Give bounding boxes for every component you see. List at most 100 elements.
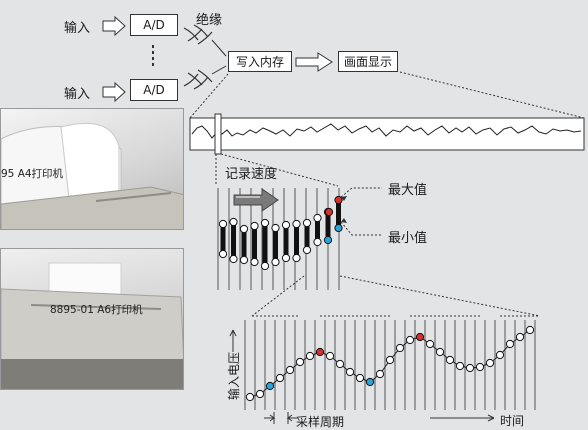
input-arrow-2 bbox=[102, 81, 126, 103]
envelope-bar bbox=[325, 212, 331, 240]
sampling-period-label: 采样周期 bbox=[296, 415, 345, 429]
sample-point bbox=[445, 355, 455, 365]
envelope-max-point bbox=[229, 217, 238, 227]
envelope-bar bbox=[220, 224, 226, 254]
sample-point bbox=[425, 339, 435, 349]
envelope-min-point bbox=[302, 245, 312, 255]
write-memory-box: 写入内存 bbox=[228, 51, 292, 72]
max-value-point bbox=[324, 207, 334, 217]
input-label-1: 输入 bbox=[64, 21, 91, 36]
min-value-label: 最小值 bbox=[388, 231, 428, 246]
min-callout-line bbox=[340, 221, 382, 236]
envelope-min-point bbox=[271, 257, 280, 267]
envelope-bar bbox=[273, 228, 278, 262]
isolation-to-memory-arrow-2 bbox=[211, 65, 227, 75]
envelope-bar bbox=[304, 223, 310, 250]
envelope-bar bbox=[241, 229, 247, 260]
envelope-min-point bbox=[292, 253, 301, 263]
min-value-point bbox=[334, 223, 343, 233]
zoom-guide-sample-left bbox=[251, 275, 305, 317]
sample-point bbox=[355, 373, 365, 383]
ad-converter-box-1: A/D bbox=[130, 14, 178, 36]
sample-point bbox=[375, 369, 385, 379]
a6-printer-drawing bbox=[1, 262, 183, 389]
envelope-bar bbox=[262, 223, 268, 266]
envelope-min-point bbox=[239, 255, 249, 265]
channel-ellipsis bbox=[152, 45, 154, 66]
record-speed-arrow bbox=[233, 188, 279, 212]
sample-point bbox=[345, 367, 355, 377]
sample-point bbox=[305, 351, 315, 361]
envelope-bar bbox=[252, 226, 257, 262]
sample-min-point bbox=[365, 377, 375, 387]
record-speed-label: 记录速度 bbox=[225, 167, 278, 182]
envelope-max-point bbox=[239, 224, 249, 234]
sample-point bbox=[385, 355, 395, 365]
sample-point bbox=[435, 347, 445, 357]
min-callout-arrow bbox=[341, 218, 347, 223]
envelope-bar bbox=[294, 224, 299, 258]
sample-point bbox=[275, 373, 285, 383]
envelope-bar bbox=[231, 222, 236, 259]
zoom-guide-display-right bbox=[399, 71, 585, 119]
sample-point bbox=[335, 359, 345, 369]
max-callout-line bbox=[340, 187, 382, 198]
zoom-guide-display-left bbox=[189, 73, 229, 119]
envelope-bars bbox=[218, 195, 343, 271]
envelope-max-point bbox=[292, 219, 301, 229]
zoom-guide-sample-right bbox=[339, 275, 541, 317]
isolation-symbol-1 bbox=[183, 24, 213, 45]
envelope-max-point bbox=[250, 221, 259, 231]
sample-point bbox=[295, 357, 305, 367]
sampling-period-marker bbox=[264, 412, 298, 424]
sample-max-point bbox=[315, 347, 325, 357]
sample-max-point bbox=[415, 332, 425, 342]
max-value-point bbox=[334, 195, 343, 205]
sample-point bbox=[515, 332, 525, 342]
zoom-guide-window-right bbox=[220, 153, 339, 187]
envelope-max-point bbox=[218, 219, 228, 229]
sample-point bbox=[485, 358, 495, 368]
sample-points bbox=[245, 325, 535, 402]
envelope-min-point bbox=[250, 257, 259, 267]
envelope-min-point bbox=[229, 254, 238, 264]
sample-point bbox=[475, 362, 485, 372]
envelope-min-point bbox=[218, 249, 228, 259]
a4-printer-drawing bbox=[1, 122, 183, 229]
envelope-max-point bbox=[260, 218, 270, 228]
max-callout-arrow bbox=[341, 196, 347, 201]
envelope-max-point bbox=[271, 223, 280, 233]
envelope-bar bbox=[283, 225, 289, 258]
isolation-symbol-2 bbox=[183, 69, 213, 90]
input-label-2: 输入 bbox=[64, 87, 91, 102]
memory-to-display-arrow bbox=[295, 52, 333, 72]
isolation-label: 绝缘 bbox=[196, 13, 223, 28]
voltage-axis-arrow bbox=[229, 329, 237, 352]
envelope-max-point bbox=[281, 220, 291, 230]
envelope-min-point bbox=[313, 237, 322, 247]
envelope-bar bbox=[336, 200, 341, 228]
a6-printer-label: 8895-01 A6打印机 bbox=[50, 304, 143, 316]
sample-point bbox=[455, 361, 465, 371]
sample-point bbox=[395, 343, 405, 353]
min-value-point bbox=[323, 235, 333, 245]
sample-point bbox=[525, 325, 535, 335]
a4-printer-photo: 95 A4打印机 bbox=[0, 108, 184, 230]
envelope-bar bbox=[315, 218, 320, 242]
sample-point bbox=[255, 389, 265, 399]
waveform-panel bbox=[189, 117, 585, 151]
isolation-to-memory-arrow-1 bbox=[211, 39, 227, 57]
sample-point bbox=[405, 335, 415, 345]
envelope-min-point bbox=[260, 261, 270, 271]
envelope-max-point bbox=[313, 213, 322, 223]
sample-point bbox=[505, 339, 515, 349]
a4-printer-label: 95 A4打印机 bbox=[1, 168, 64, 180]
envelope-max-point bbox=[302, 218, 312, 228]
sample-point bbox=[465, 363, 475, 373]
envelope-min-point bbox=[281, 253, 291, 263]
max-value-label: 最大值 bbox=[388, 183, 428, 198]
display-box: 画面显示 bbox=[338, 51, 398, 72]
ad-converter-box-2: A/D bbox=[130, 79, 178, 101]
sample-point bbox=[325, 351, 335, 361]
